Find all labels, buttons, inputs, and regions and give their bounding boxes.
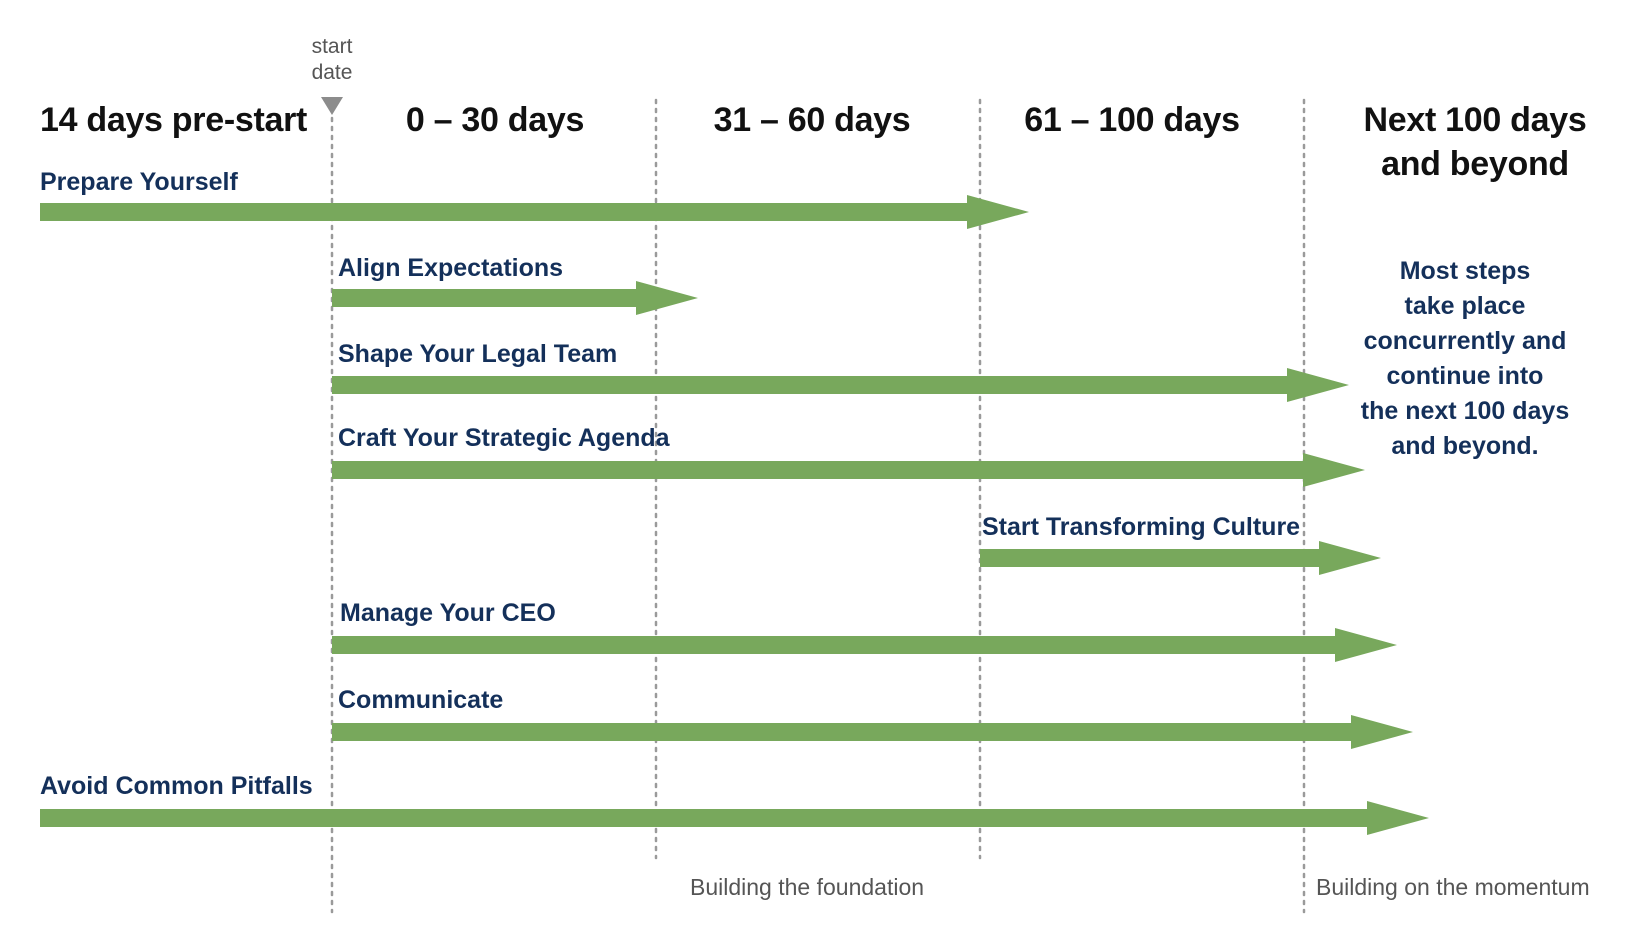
track-label-craft-strategic-agenda: Craft Your Strategic Agenda: [338, 424, 670, 452]
concurrency-note: Most steps take place concurrently and c…: [1330, 254, 1600, 464]
track-label-manage-ceo: Manage Your CEO: [340, 599, 556, 627]
track-arrow: [332, 715, 1413, 749]
track-label-align-expectations: Align Expectations: [338, 254, 564, 282]
start-date-label: start date: [296, 34, 368, 86]
track-arrow: [332, 281, 698, 315]
phase-title-next-100: Next 100 days and beyond: [1315, 98, 1635, 186]
note-line: and beyond.: [1391, 432, 1539, 460]
phase-title-0-30: 0 – 30 days: [405, 101, 585, 139]
track-label-communicate: Communicate: [338, 686, 504, 714]
note-line: concurrently and: [1363, 327, 1567, 355]
track-arrow: [332, 453, 1365, 487]
track-arrow: [980, 541, 1381, 575]
note-line: the next 100 days: [1360, 397, 1570, 425]
start-date-label-line1: start: [311, 35, 353, 58]
note-line: take place: [1404, 292, 1526, 320]
phase-title-next-100-line2: and beyond: [1381, 145, 1569, 183]
track-label-transforming-culture: Start Transforming Culture: [982, 513, 1301, 541]
track-arrow: [40, 195, 1029, 229]
note-line: continue into: [1386, 362, 1544, 390]
track-label-shape-legal-team: Shape Your Legal Team: [338, 340, 618, 368]
track-arrow: [332, 368, 1349, 402]
track-label-prepare-yourself: Prepare Yourself: [40, 168, 238, 196]
track-label-avoid-pitfalls: Avoid Common Pitfalls: [40, 772, 313, 800]
footer-label-momentum: Building on the momentum: [1316, 874, 1590, 900]
footer-label-foundation: Building the foundation: [690, 874, 925, 900]
start-date-label-line2: date: [311, 61, 353, 84]
phase-title-next-100-line1: Next 100 days: [1363, 101, 1587, 139]
phase-title-31-60: 31 – 60 days: [713, 101, 911, 139]
note-line: Most steps: [1399, 257, 1531, 285]
phase-title-61-100: 61 – 100 days: [1024, 101, 1240, 139]
phase-title-pre-start: 14 days pre-start: [40, 101, 308, 139]
phase-dividers: [330, 98, 1306, 914]
start-date-marker-icon: [321, 97, 343, 115]
track-arrow: [332, 628, 1397, 662]
track-arrow: [40, 801, 1429, 835]
track-arrows: [40, 195, 1429, 835]
